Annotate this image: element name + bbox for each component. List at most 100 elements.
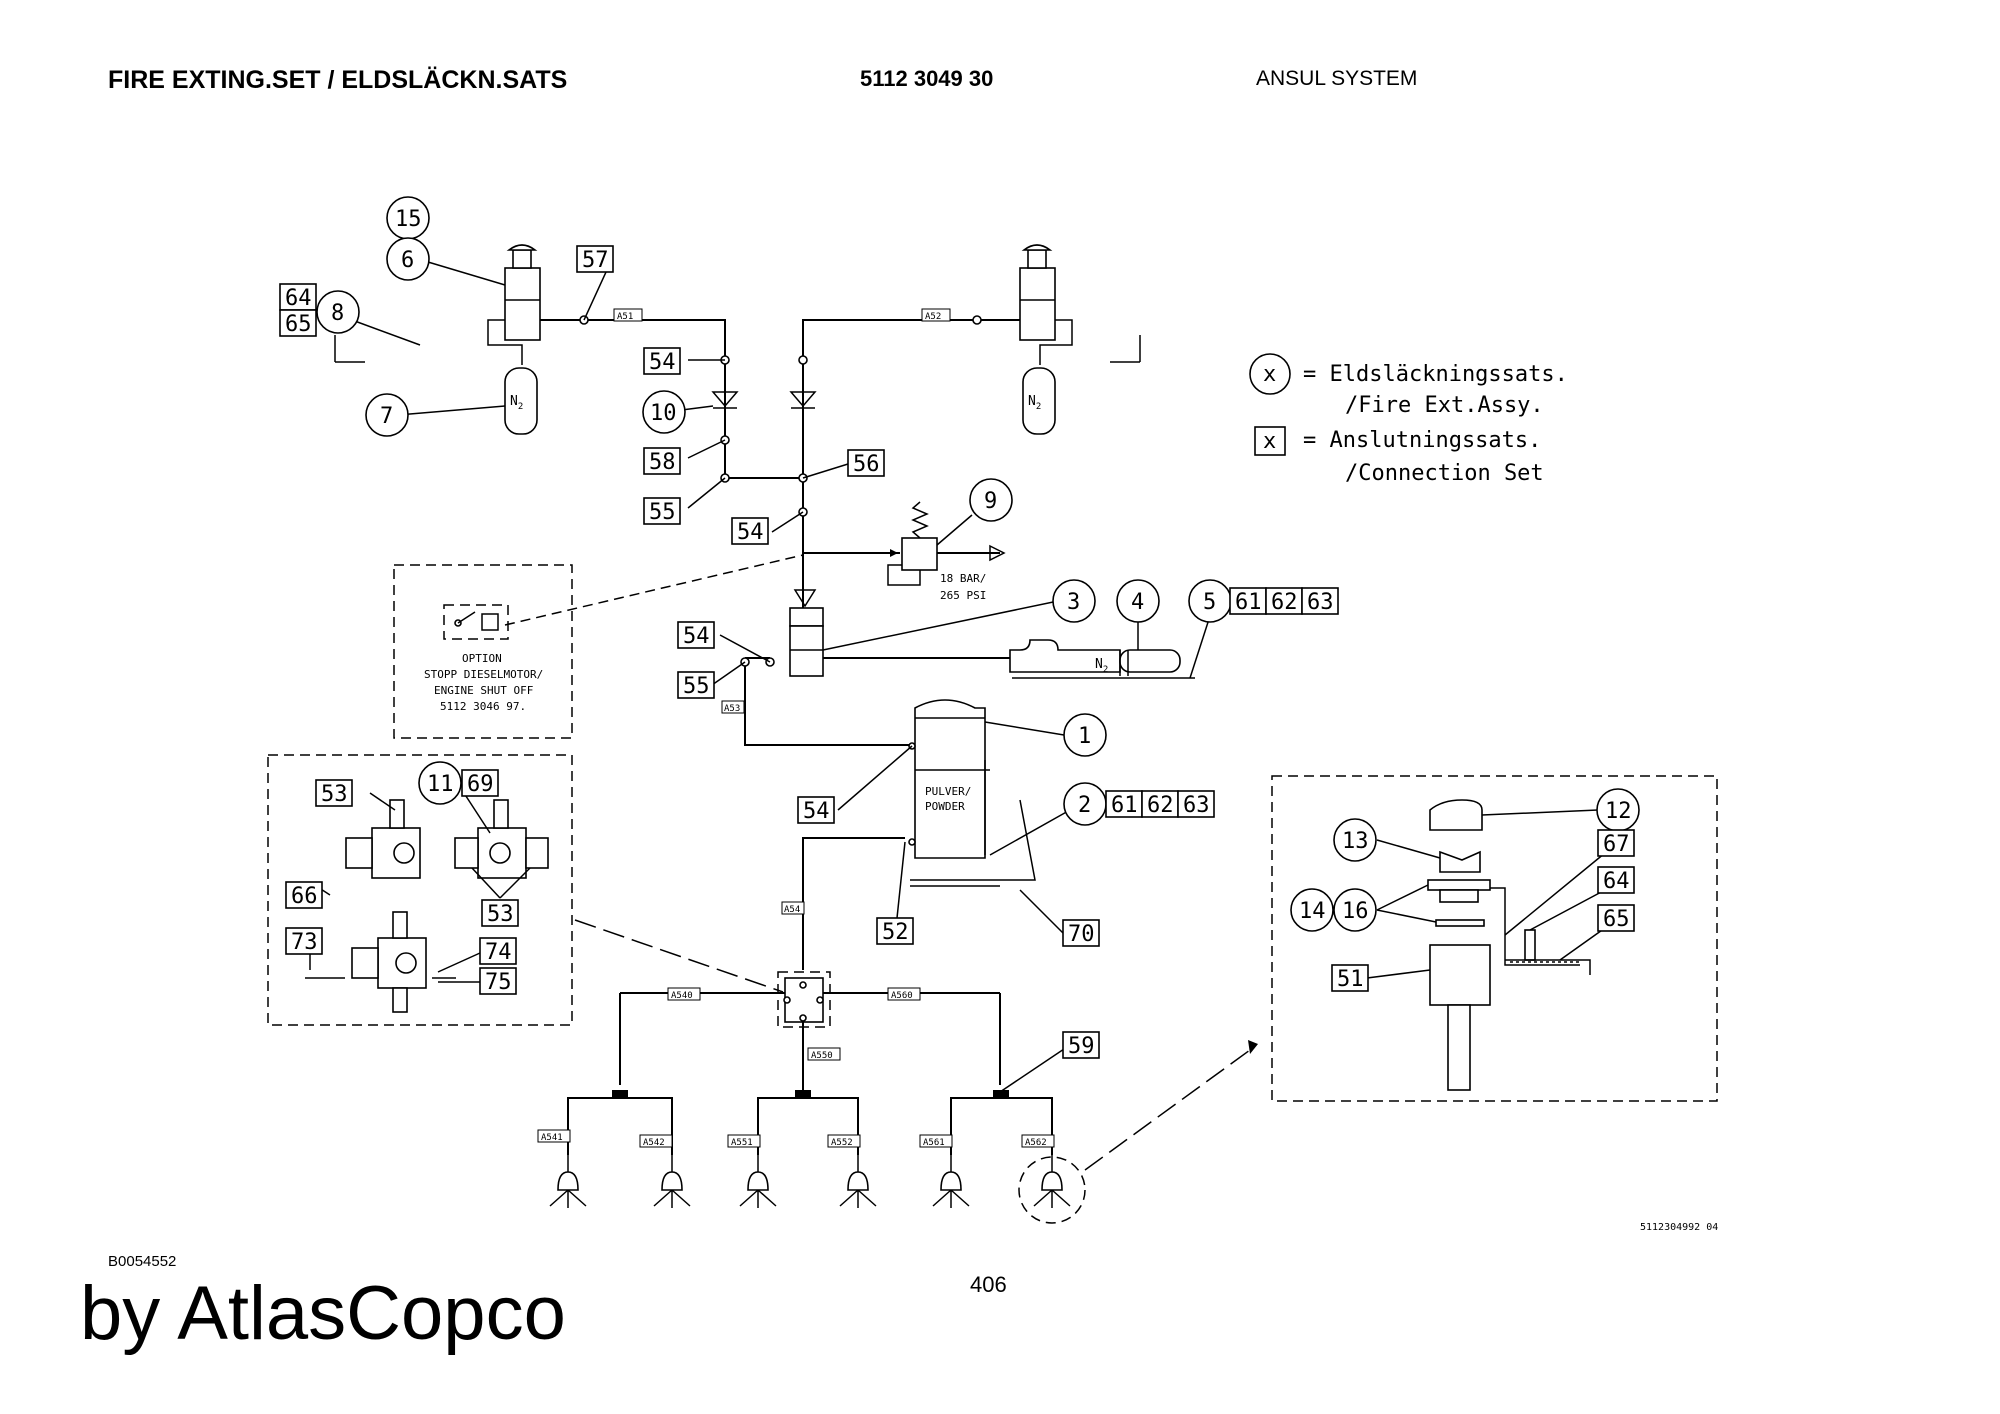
svg-text:11: 11 — [427, 772, 454, 797]
svg-text:STOPP DIESELMOTOR/: STOPP DIESELMOTOR/ — [424, 668, 543, 681]
powder-tank — [908, 699, 1036, 887]
manual-actuator-left — [334, 244, 541, 435]
system-name: ANSUL SYSTEM — [1256, 67, 1418, 90]
svg-text:62: 62 — [1271, 590, 1298, 615]
svg-text:54: 54 — [683, 624, 710, 649]
svg-text:74: 74 — [485, 940, 512, 965]
svg-text:52: 52 — [882, 920, 909, 945]
gas-label-left: N2 — [510, 394, 523, 412]
svg-text:57: 57 — [582, 248, 609, 273]
svg-text:A551: A551 — [731, 1138, 753, 1148]
svg-text:15: 15 — [395, 207, 422, 232]
relief-valve — [887, 501, 938, 586]
svg-text:64: 64 — [1603, 869, 1630, 894]
nozzles — [549, 1155, 1086, 1224]
svg-text:16: 16 — [1342, 899, 1369, 924]
page-number: 406 — [970, 1272, 1007, 1297]
svg-text:A560: A560 — [891, 991, 913, 1001]
svg-text:A540: A540 — [671, 991, 693, 1001]
svg-text:55: 55 — [683, 674, 710, 699]
svg-text:14: 14 — [1299, 899, 1326, 924]
svg-text:55: 55 — [649, 500, 676, 525]
svg-text:12: 12 — [1605, 799, 1632, 824]
svg-text:A51: A51 — [617, 312, 633, 322]
gas-label-right: N2 — [1028, 394, 1041, 412]
tank-label-powder: POWDER — [925, 800, 965, 813]
svg-text:A54: A54 — [784, 905, 800, 915]
svg-text:2: 2 — [1078, 793, 1091, 818]
distribution-block — [777, 971, 831, 1028]
tank-label-pulver: PULVER/ — [925, 785, 971, 798]
svg-text:A52: A52 — [925, 312, 941, 322]
svg-text:= Eldsläckningssats.: = Eldsläckningssats. — [1303, 362, 1568, 387]
pneumatic-valve — [789, 589, 824, 677]
svg-text:OPTION: OPTION — [462, 652, 502, 665]
svg-text:65: 65 — [1603, 907, 1630, 932]
option-engine-shutoff: OPTION STOPP DIESELMOTOR/ ENGINE SHUT OF… — [393, 554, 804, 739]
svg-text:70: 70 — [1068, 922, 1095, 947]
callouts: 15 6 8 7 10 9 3 4 5 1 2 11 12 13 14 16 5… — [279, 196, 1640, 1093]
svg-text:75: 75 — [485, 970, 512, 995]
svg-text:61: 61 — [1235, 590, 1262, 615]
svg-text:= Anslutningssats.: = Anslutningssats. — [1303, 428, 1541, 453]
svg-text:7: 7 — [380, 404, 393, 429]
check-valve-right — [789, 391, 817, 409]
svg-text:4: 4 — [1131, 590, 1144, 615]
brand-watermark: by AtlasCopco — [80, 1271, 566, 1356]
svg-text:63: 63 — [1307, 590, 1334, 615]
svg-text:9: 9 — [984, 489, 997, 514]
manual-actuator-right — [1019, 244, 1141, 435]
svg-text:A541: A541 — [541, 1133, 563, 1143]
detail-arrow — [1248, 1040, 1258, 1054]
detail-leader — [1084, 1049, 1251, 1171]
relief-pressure-bar: 18 BAR/ — [940, 572, 986, 585]
svg-text:5112 3046 97.: 5112 3046 97. — [440, 700, 526, 713]
svg-text:A562: A562 — [1025, 1138, 1047, 1148]
nitrogen-cartridge — [1009, 639, 1195, 679]
svg-text:ENGINE SHUT OFF: ENGINE SHUT OFF — [434, 684, 533, 697]
svg-text:66: 66 — [291, 884, 318, 909]
svg-text:/Connection Set: /Connection Set — [1345, 461, 1544, 486]
svg-text:53: 53 — [321, 782, 348, 807]
svg-text:54: 54 — [803, 799, 830, 824]
svg-text:x: x — [1263, 429, 1276, 454]
svg-text:3: 3 — [1067, 590, 1080, 615]
svg-text:54: 54 — [649, 350, 676, 375]
svg-text:53: 53 — [487, 902, 514, 927]
svg-text:58: 58 — [649, 450, 676, 475]
svg-text:62: 62 — [1147, 793, 1174, 818]
svg-text:A561: A561 — [923, 1138, 945, 1148]
fittings-detail — [267, 754, 573, 1026]
document-code: B0054552 — [108, 1253, 177, 1270]
svg-text:59: 59 — [1068, 1034, 1095, 1059]
svg-text:51: 51 — [1337, 967, 1364, 992]
svg-text:10: 10 — [650, 401, 677, 426]
svg-text:69: 69 — [467, 772, 494, 797]
svg-text:A550: A550 — [811, 1051, 833, 1061]
svg-text:64: 64 — [285, 286, 312, 311]
nozzle-detail — [1271, 775, 1718, 1102]
svg-text:A552: A552 — [831, 1138, 853, 1148]
svg-text:A542: A542 — [643, 1138, 665, 1148]
svg-text:54: 54 — [737, 520, 764, 545]
part-number: 5112 3049 30 — [860, 66, 994, 91]
check-valve-left — [711, 391, 739, 409]
svg-text:8: 8 — [331, 301, 344, 326]
relief-pressure-psi: 265 PSI — [940, 589, 986, 602]
hose-tags: A51 A52 A53 A54 A540 A560 A550 A541 A542… — [537, 308, 1055, 1148]
svg-text:13: 13 — [1342, 829, 1369, 854]
legend: x = Eldsläckningssats. /Fire Ext.Assy. x… — [1249, 353, 1568, 486]
drawing-reference: 5112304992 04 — [1640, 1222, 1718, 1233]
svg-text:65: 65 — [285, 312, 312, 337]
fittings-leader — [574, 919, 784, 993]
svg-text:A53: A53 — [724, 704, 740, 714]
svg-text:/Fire Ext.Assy.: /Fire Ext.Assy. — [1345, 393, 1544, 418]
svg-text:x: x — [1263, 362, 1276, 387]
svg-text:63: 63 — [1183, 793, 1210, 818]
document-title: FIRE EXTING.SET / ELDSLÄCKN.SATS — [108, 66, 568, 94]
svg-text:73: 73 — [291, 930, 318, 955]
svg-text:61: 61 — [1111, 793, 1138, 818]
svg-text:1: 1 — [1078, 724, 1091, 749]
